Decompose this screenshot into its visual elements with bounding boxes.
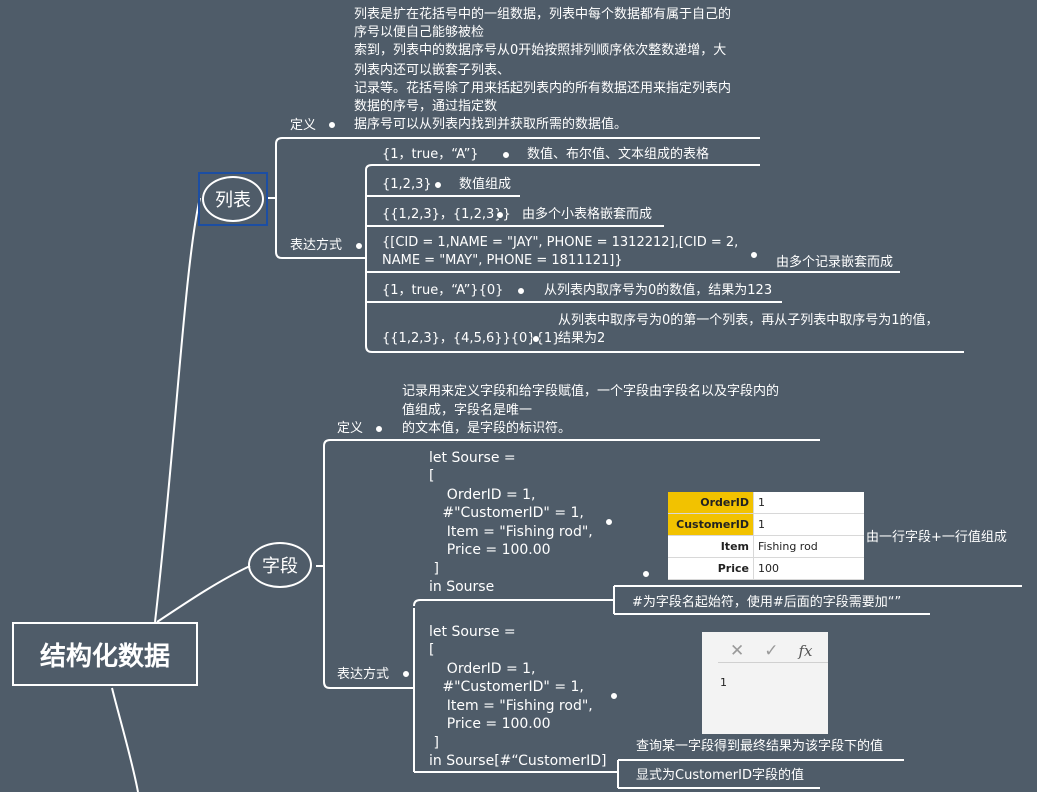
field-code-2-line-2: OrderID = 1, [429, 661, 536, 677]
list-item-1-dot [434, 181, 442, 189]
field-node-label: 字段 [262, 556, 298, 577]
formula-bar: ✕ ✓ fx [718, 640, 828, 663]
field-code-1-line-4: Item = "Fishing rod", [429, 524, 593, 540]
table-row: Price 100 [668, 558, 864, 580]
list-item-0-code: {1，true，“A”} [382, 147, 479, 162]
field-code-1-line-1: [ [429, 468, 435, 484]
record-table-dot [642, 570, 650, 578]
field-code-2-line-0: let Sourse = [429, 624, 516, 640]
field-code-1-line-7: in Sourse [429, 579, 495, 595]
table-key: Item [668, 536, 754, 557]
table-value: Fishing rod [758, 540, 818, 553]
list-item-2-code: {{1,2,3}，{1,2,3}} [382, 207, 511, 222]
list-item-5-desc-1: 结果为2 [558, 331, 606, 346]
field-def-underline [323, 439, 820, 447]
list-item-1-code: {1,2,3} [382, 177, 432, 192]
fx-icon[interactable]: fx [798, 642, 813, 660]
field-def-line-1: 值组成，字段名是唯一 [402, 403, 533, 418]
list-def-line-2: 索到，列表中的数据序号从0开始按照排列顺序依次整数递增，大 [354, 43, 727, 58]
field-expr-dot [402, 670, 410, 678]
list-item-5-desc-0: 从列表中取序号为0的第一个列表，再从子列表中取序号为1的值， [558, 313, 939, 328]
formula-result: 1 [720, 676, 727, 689]
list-def-underline [275, 137, 760, 145]
table-key: OrderID [668, 492, 754, 513]
list-def-line-3: 列表内还可以嵌套子列表、 [354, 63, 511, 78]
list-def-line-1: 序号以便自己能够被检 [354, 25, 485, 40]
list-item-0-dot [502, 151, 510, 159]
root-node[interactable]: 结构化数据 [12, 622, 198, 686]
field-code-2-dot [610, 692, 618, 700]
field-def-dot [375, 425, 383, 433]
list-item-3-code-0: {[CID = 1,NAME = "JAY", PHONE = 1312212]… [382, 235, 739, 250]
field-expr-label: 表达方式 [337, 667, 390, 682]
table-row: Item Fishing rod [668, 536, 864, 558]
record-table: OrderID 1 CustomerID 1 Item Fishing rod Pri… [668, 492, 864, 580]
field-code-2-line-7: in Sourse[#“CustomerID] [429, 753, 607, 769]
table-row: CustomerID 1 [668, 514, 864, 536]
field-code-2-line-5: Price = 100.00 [429, 716, 551, 732]
root-to-list-line [154, 197, 201, 623]
field-def-line-2: 的文本值，是字段的标识符。 [402, 421, 572, 436]
list-node-selection [198, 172, 268, 226]
field-code-1-line-5: Price = 100.00 [429, 542, 551, 558]
root-to-offscreen-line [111, 687, 139, 792]
list-item-3-code-1: NAME = "MAY", PHONE = 1811121]} [382, 253, 623, 268]
list-def-line-5: 数据的序号，通过指定数 [354, 99, 498, 114]
table-key: Price [668, 558, 754, 579]
field-code-1-line-2: OrderID = 1, [429, 487, 536, 503]
formula-bar-screenshot: ✕ ✓ fx 1 [702, 632, 828, 734]
table-row: OrderID 1 [668, 492, 864, 514]
list-node-label: 列表 [215, 190, 251, 211]
list-item-5-dot [532, 335, 540, 343]
list-item-2-dot [496, 211, 504, 219]
list-item-4-code: {1，true，“A”}{0} [382, 283, 504, 298]
field-code-2-line-4: Item = "Fishing rod", [429, 698, 593, 714]
record-table-desc: 由一行字段+一行值组成 [866, 530, 1007, 545]
list-def-label: 定义 [290, 118, 317, 133]
check-icon[interactable]: ✓ [764, 641, 779, 661]
list-item-4-desc: 从列表内取序号为0的数值，结果为123 [544, 283, 773, 298]
list-node[interactable]: 列表 [202, 176, 264, 222]
field-def-label: 定义 [337, 421, 364, 436]
root-to-field-line [156, 565, 251, 623]
list-item-2-desc: 由多个小表格嵌套而成 [522, 207, 653, 222]
field-code-2-line-3: #"CustomerID" = 1, [429, 679, 584, 695]
table-value: 1 [758, 518, 765, 531]
field-code-2-line-1: [ [429, 642, 435, 658]
customerid-desc: 显式为CustomerID字段的值 [636, 768, 804, 783]
list-item-1-desc: 数值组成 [459, 177, 512, 192]
note-hash-prefix: #为字段名起始符，使用#后面的字段需要加“” [632, 595, 902, 610]
field-def-line-0: 记录用来定义字段和给字段赋值，一个字段由字段名以及字段内的 [402, 384, 780, 399]
list-def-dot [328, 121, 336, 129]
list-item-3-dot [750, 251, 758, 259]
list-expr-label: 表达方式 [290, 238, 343, 253]
field-code-1-line-0: let Sourse = [429, 450, 516, 466]
query-field-desc: 查询某一字段得到最终结果为该字段下的值 [636, 739, 884, 754]
list-item-3-desc: 由多个记录嵌套而成 [776, 255, 894, 270]
list-def-line-6: 据序号可以从列表内找到并获取所需的数据值。 [354, 117, 628, 132]
list-expr-dot [355, 242, 363, 250]
table-value: 100 [758, 562, 779, 575]
field-code-1-line-6: ] [429, 561, 439, 577]
list-def-line-4: 记录等。花括号除了用来括起列表内的所有数据还用来指定列表内 [354, 81, 732, 96]
root-label: 结构化数据 [39, 641, 170, 672]
list-item-0-desc: 数值、布尔值、文本组成的表格 [527, 147, 710, 162]
table-key: CustomerID [668, 514, 754, 535]
field-code-2-line-6: ] [429, 735, 439, 751]
list-item-5-code: {{1,2,3}，{4,5,6}}{0}{1} [382, 331, 561, 346]
list-item-4-dot [517, 287, 525, 295]
cancel-icon[interactable]: ✕ [730, 641, 745, 661]
field-code-1-dot [605, 518, 613, 526]
table-value: 1 [758, 496, 765, 509]
list-def-line-0: 列表是扩在花括号中的一组数据，列表中每个数据都有属于自己的 [354, 7, 732, 22]
field-code-1-line-3: #"CustomerID" = 1, [429, 505, 584, 521]
field-node[interactable]: 字段 [248, 542, 312, 588]
